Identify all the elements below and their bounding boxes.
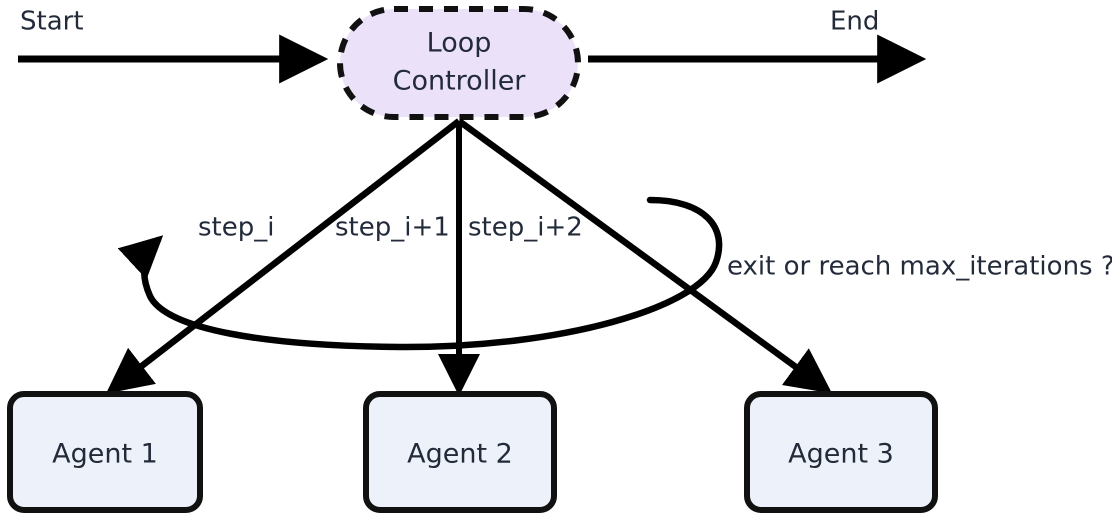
start-label: Start	[20, 7, 84, 37]
edge-label-step-i-plus-1: step_i+1	[335, 213, 450, 243]
end-label: End	[830, 7, 879, 37]
edge-controller-to-agent-1	[105, 118, 461, 394]
agent-node-1[interactable]: Agent 1	[7, 391, 203, 513]
agent-2-label: Agent 2	[407, 439, 513, 470]
agent-node-2[interactable]: Agent 2	[363, 391, 557, 513]
loop-controller-label-line2: Controller	[393, 66, 527, 97]
edge-controller-to-agent-3	[457, 118, 833, 394]
loop-controller-label-line1: Loop	[427, 28, 492, 59]
agent-3-box[interactable]	[744, 391, 938, 513]
loop-controller-node[interactable]	[337, 6, 581, 120]
edge-label-step-i-plus-2: step_i+2	[468, 213, 583, 243]
agent-2-box[interactable]	[363, 391, 557, 513]
loopback-condition-label: exit or reach max_iterations ?	[727, 252, 1112, 282]
agent-1-label: Agent 1	[52, 439, 158, 470]
agent-node-3[interactable]: Agent 3	[744, 391, 938, 513]
agent-3-label: Agent 3	[788, 439, 894, 470]
edge-label-step-i: step_i	[198, 213, 274, 243]
loopback-curve	[117, 196, 723, 351]
agent-1-box[interactable]	[7, 391, 203, 513]
